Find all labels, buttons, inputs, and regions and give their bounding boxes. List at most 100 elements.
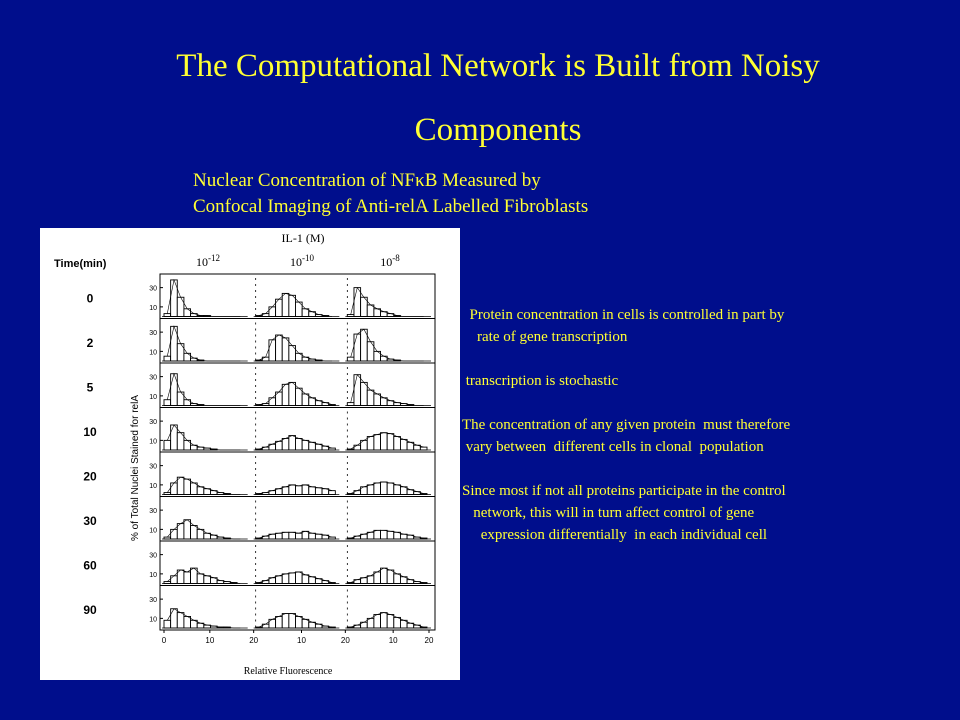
histogram-bar xyxy=(183,478,192,495)
histogram-bar xyxy=(275,616,283,629)
histogram-bar xyxy=(176,343,185,362)
histogram-bar xyxy=(353,490,362,495)
histogram-outline xyxy=(350,529,424,539)
slide-title-line-2: Components xyxy=(414,112,582,148)
histogram-outline xyxy=(167,608,241,629)
histogram-bar xyxy=(170,482,178,495)
histogram-bar xyxy=(288,572,296,584)
histogram-outline xyxy=(258,613,333,628)
histogram-bar xyxy=(163,399,172,406)
concentration-label: 10-10 xyxy=(290,253,314,269)
histogram-bar xyxy=(301,618,310,629)
histogram-bar xyxy=(190,482,198,495)
histogram-bar xyxy=(399,438,408,451)
histogram-bar xyxy=(176,476,185,495)
bullet-line: Protein concentration in cells is contro… xyxy=(462,307,785,323)
y-tick-label: 10 xyxy=(149,438,157,445)
x-tick-label: 10 xyxy=(205,636,214,645)
histogram-bar xyxy=(373,529,381,540)
histogram-bar xyxy=(386,433,395,451)
histogram-bar xyxy=(373,571,381,584)
histogram-bar xyxy=(176,391,185,406)
time-label: 2 xyxy=(87,336,94,350)
histogram-bar xyxy=(373,614,381,629)
x-tick-label: 10 xyxy=(297,636,306,645)
histogram-bar xyxy=(281,292,290,317)
x-tick-label: 20 xyxy=(341,636,350,645)
histogram-bar xyxy=(393,616,401,629)
histogram-bar xyxy=(275,575,283,584)
histogram-bar xyxy=(366,436,375,451)
histogram-outline xyxy=(258,334,332,362)
slide-title-line-1: The Computational Network is Built from … xyxy=(176,48,820,84)
x-tick-label: 0 xyxy=(162,636,167,645)
concentration-exponent: -10 xyxy=(302,253,314,263)
histogram-bar xyxy=(301,574,310,584)
histogram-bar xyxy=(268,306,277,317)
histogram-outline xyxy=(258,571,333,583)
histogram-bar xyxy=(308,441,316,451)
histogram-bar xyxy=(275,334,283,362)
histogram-bar xyxy=(288,484,296,495)
histogram-bar xyxy=(366,304,375,317)
histogram-outline xyxy=(350,612,424,628)
histogram-bar xyxy=(308,486,316,495)
histogram-bar xyxy=(301,484,310,495)
x-tick-label: 20 xyxy=(249,636,258,645)
x-axis-label: Relative Fluorescence xyxy=(244,666,333,677)
histogram-bar xyxy=(183,352,192,362)
x-tick-label: 20 xyxy=(425,636,434,645)
histogram-bar xyxy=(281,383,290,406)
histogram-bar xyxy=(295,532,303,540)
histogram-bar xyxy=(353,374,362,406)
histogram-bar xyxy=(183,519,192,540)
histogram-outline xyxy=(167,567,241,584)
histogram-bar xyxy=(268,397,277,406)
histogram-bar xyxy=(308,532,316,540)
histogram-bar xyxy=(295,387,303,406)
time-label: 90 xyxy=(83,603,97,617)
bullet-line xyxy=(462,392,932,414)
histogram-bar xyxy=(314,533,323,540)
histogram-outline xyxy=(258,435,333,450)
histogram-bar xyxy=(366,389,375,406)
histogram-bar xyxy=(393,484,401,495)
histogram-bar xyxy=(419,446,428,451)
concentration-label: 10-8 xyxy=(380,253,400,269)
histogram-outline xyxy=(258,293,333,317)
histogram-bar xyxy=(170,424,178,451)
histogram-bar xyxy=(288,435,296,451)
histogram-bar xyxy=(170,373,178,406)
histogram-bar xyxy=(183,571,192,584)
histogram-bar xyxy=(176,612,185,629)
histogram-bar xyxy=(196,573,205,584)
histogram-outline xyxy=(350,432,424,450)
y-tick-label: 10 xyxy=(149,394,157,401)
histogram-bar xyxy=(170,528,178,540)
histogram-bar xyxy=(380,529,388,540)
histogram-bar xyxy=(295,616,303,629)
histogram-bar xyxy=(163,313,172,317)
histogram-bar xyxy=(301,393,310,406)
histogram-bar xyxy=(183,399,192,406)
concentration-exponent: -12 xyxy=(208,253,220,263)
histogram-bar xyxy=(353,444,362,451)
histogram-outline xyxy=(258,530,333,539)
histogram-bar xyxy=(275,532,283,540)
histogram-bar xyxy=(295,437,303,451)
time-header: Time(min) xyxy=(54,258,107,270)
histogram-bar xyxy=(288,531,296,540)
histogram-bar xyxy=(281,573,290,584)
bullet-line: vary between different cells in clonal p… xyxy=(462,439,764,455)
histogram-outline xyxy=(350,481,424,494)
histogram-bar xyxy=(386,530,395,540)
histogram-outline xyxy=(350,374,424,406)
y-tick-label: 30 xyxy=(149,508,157,515)
histogram-bar xyxy=(281,531,290,540)
histogram-bar xyxy=(176,296,185,317)
histogram-bar xyxy=(399,533,408,540)
bullet-line: rate of gene transcription xyxy=(462,329,628,345)
time-label: 20 xyxy=(83,469,97,483)
histogram-outline xyxy=(258,382,333,405)
